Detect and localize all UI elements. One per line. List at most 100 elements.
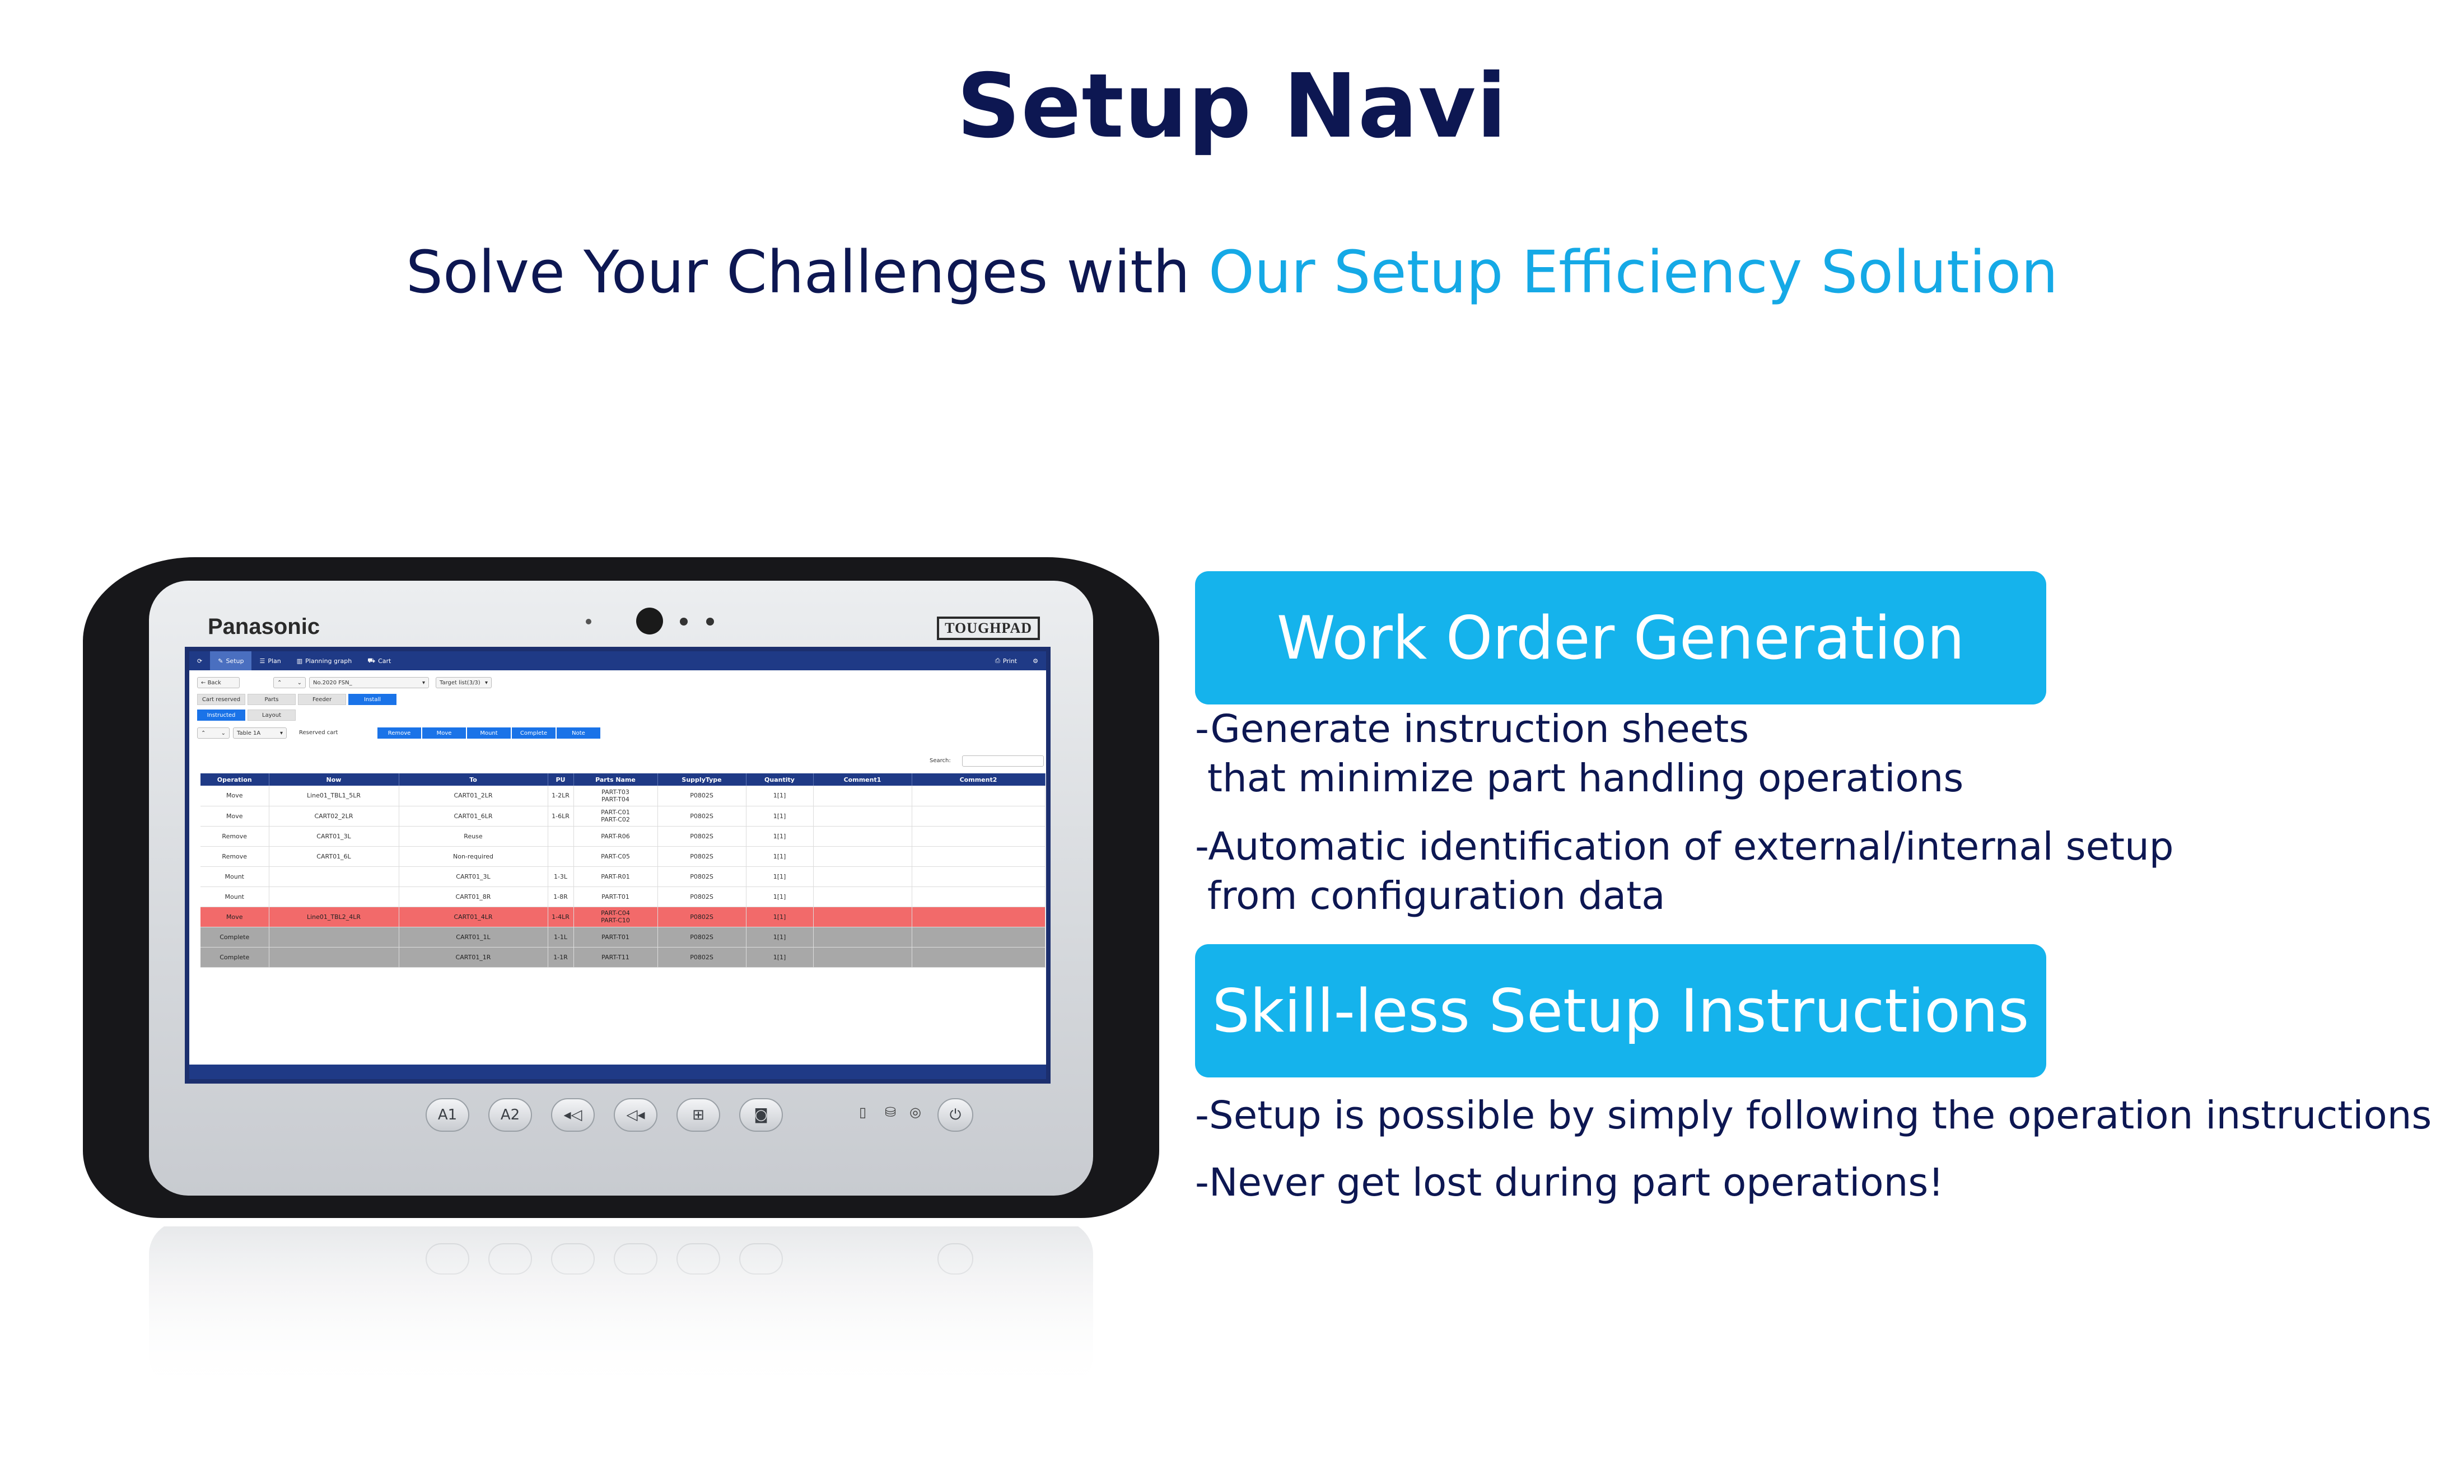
gear-icon[interactable]: ⚙	[1033, 657, 1038, 665]
table-cell	[912, 806, 1046, 827]
sensor-dot	[586, 619, 591, 624]
table-cell: Line01_TBL1_5LR	[269, 786, 399, 806]
mount-button[interactable]: Mount	[467, 727, 511, 739]
feature-bullet: -Setup is possible by simply following t…	[1195, 1093, 2432, 1138]
column-header[interactable]: To	[399, 773, 548, 786]
nav-label: Setup	[226, 657, 244, 665]
nav-planning-graph[interactable]: ▥Planning graph	[289, 651, 360, 670]
table-cell: 1-6LR	[548, 806, 574, 827]
table-cell	[912, 866, 1046, 887]
target-list-select[interactable]: Target list(3/3)▾	[436, 677, 492, 688]
a1-button[interactable]: A1	[426, 1098, 469, 1132]
subtitle-accent: Our Setup Efficiency Solution	[1208, 238, 2059, 306]
table-cell: Mount	[200, 886, 269, 907]
print-button[interactable]: ⎙Print	[987, 651, 1025, 670]
tab-parts[interactable]: Parts	[248, 694, 296, 705]
column-header[interactable]: PU	[548, 773, 574, 786]
column-header[interactable]: Now	[269, 773, 399, 786]
power-button-icon[interactable]: ⏻	[937, 1098, 973, 1132]
tab-cart-reserved[interactable]: Cart reserved	[197, 694, 245, 705]
table-cell: Remove	[200, 826, 269, 847]
print-icon: ⎙	[995, 657, 1000, 664]
table-cell: PART-R06	[573, 826, 658, 847]
feature-title-skill-less: Skill-less Setup Instructions	[1195, 944, 2046, 1077]
app-navbar: ⟳ ✎Setup ☰Plan ▥Planning graph ⛟Cart ⎙Pr…	[189, 651, 1046, 670]
nav-cart[interactable]: ⛟Cart	[360, 651, 399, 670]
nav-plan[interactable]: ☰Plan	[251, 651, 288, 670]
move-button[interactable]: Move	[422, 727, 466, 739]
chevron-up-icon: ⌃	[201, 730, 206, 736]
page-subtitle: Solve Your Challenges with Our Setup Eff…	[0, 238, 2464, 306]
search-input[interactable]	[962, 755, 1044, 767]
volume-down-icon[interactable]: ◂◁	[551, 1098, 595, 1132]
search-label: Search:	[930, 758, 951, 764]
a2-button[interactable]: A2	[488, 1098, 532, 1132]
table-cell	[813, 886, 912, 907]
sensor-dot	[706, 618, 714, 626]
table-cell	[912, 846, 1046, 867]
table-cell: P0802S	[657, 786, 746, 806]
table-cell: CART01_1R	[399, 947, 548, 968]
table-cell: 1[1]	[746, 927, 814, 948]
tab-feeder[interactable]: Feeder	[298, 694, 346, 705]
chevron-up-icon: ⌃	[277, 679, 282, 686]
nav-label: Plan	[268, 657, 281, 665]
battery-indicator-icon: ▯	[859, 1104, 867, 1120]
table-cell: PART-T01	[573, 927, 658, 948]
windows-icon[interactable]: ⊞	[676, 1098, 720, 1132]
app-window: ⟳ ✎Setup ☰Plan ▥Planning graph ⛟Cart ⎙Pr…	[189, 651, 1046, 1079]
program-select[interactable]: No.2020 FSN_▾	[309, 677, 429, 688]
subtitle-main: Solve Your Challenges with	[405, 238, 1209, 306]
table-cell: P0802S	[657, 806, 746, 827]
refresh-icon[interactable]: ⟳	[197, 657, 203, 665]
volume-up-icon[interactable]: ◁◂	[614, 1098, 657, 1132]
camera-button-icon[interactable]: ◙	[739, 1098, 783, 1132]
column-header[interactable]: Operation	[200, 773, 269, 786]
tab-install[interactable]: Install	[348, 694, 396, 705]
chart-icon: ▥	[296, 657, 303, 665]
dropdown-icon: ▾	[422, 679, 425, 686]
note-button[interactable]: Note	[557, 727, 600, 739]
nav-label: Planning graph	[305, 657, 352, 665]
table-cell: 1[1]	[746, 786, 814, 806]
table-stepper[interactable]: ⌃⌄	[197, 727, 230, 739]
back-button[interactable]: ← Back	[197, 677, 240, 688]
table-cell: Move	[200, 806, 269, 827]
table-cell	[269, 866, 399, 887]
table-cell: CART01_6LR	[399, 806, 548, 827]
brand-logo: Panasonic	[208, 614, 320, 639]
nav-setup[interactable]: ✎Setup	[210, 651, 252, 670]
table-cell: PART-T11	[573, 947, 658, 968]
table-cell: 1-1R	[548, 947, 574, 968]
tab-layout[interactable]: Layout	[248, 710, 296, 721]
list-icon: ☰	[259, 657, 265, 665]
app-footer-bar	[189, 1065, 1046, 1079]
program-stepper[interactable]: ⌃⌄	[273, 677, 306, 688]
column-header[interactable]: Quantity	[746, 773, 814, 786]
column-header[interactable]: Comment2	[912, 773, 1046, 786]
table-cell: 1-2LR	[548, 786, 574, 806]
table-cell: P0802S	[657, 927, 746, 948]
table-select[interactable]: Table 1A▾	[233, 727, 287, 739]
column-header[interactable]: Parts Name	[573, 773, 658, 786]
table-cell: CART01_3L	[399, 866, 548, 887]
remove-button[interactable]: Remove	[377, 727, 421, 739]
table-cell	[813, 806, 912, 827]
column-header[interactable]: SupplyType	[657, 773, 746, 786]
table-cell: P0802S	[657, 886, 746, 907]
table-cell: 1[1]	[746, 947, 814, 968]
complete-button[interactable]: Complete	[512, 727, 556, 739]
column-header[interactable]: Comment1	[813, 773, 912, 786]
table-cell	[269, 886, 399, 907]
tab-instructed[interactable]: Instructed	[197, 710, 245, 721]
dropdown-icon: ▾	[484, 679, 488, 686]
